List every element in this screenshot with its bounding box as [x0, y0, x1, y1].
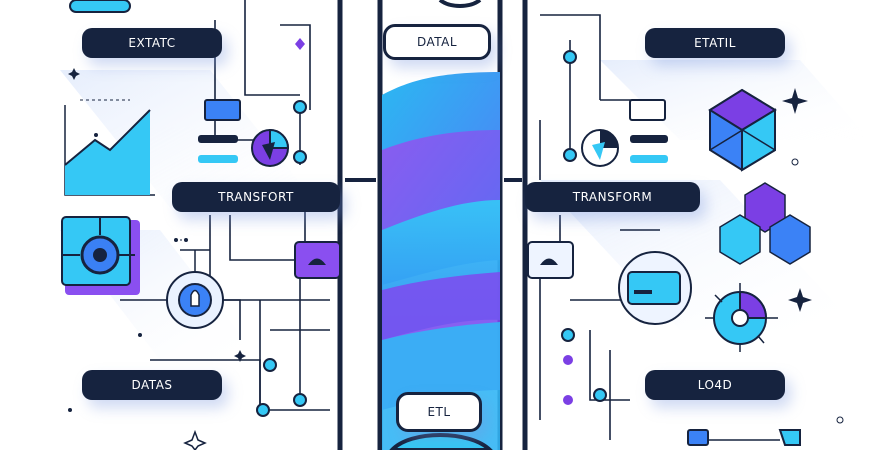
- label-load: LO4D: [645, 370, 785, 400]
- honeycomb-icon: [719, 182, 811, 265]
- pie-chart-icon: [251, 128, 290, 167]
- line-chart-icon: [64, 99, 155, 196]
- label-transform-right: TRANSFORM: [525, 182, 700, 212]
- label-datas: DATAS: [82, 370, 222, 400]
- sparkle-icon: [68, 68, 844, 450]
- dashboard-icon: [294, 241, 341, 279]
- label-data-top: DATAL: [383, 24, 491, 60]
- corner-shapes: [69, 0, 801, 446]
- label-extract-text: EXTATC: [128, 36, 176, 50]
- card-stack-right: [629, 99, 668, 163]
- card-icon: [618, 251, 692, 325]
- lightbulb-icon: [166, 239, 224, 329]
- circuit-nodes-right: [561, 50, 607, 405]
- hexagon-cube-icon: [708, 88, 777, 172]
- label-transform-left: TRANSFORT: [172, 182, 340, 212]
- label-load-text: LO4D: [697, 378, 733, 392]
- label-data-top-text: DATAL: [416, 35, 458, 49]
- circuit-nodes-left: [256, 38, 307, 417]
- data-flow-wave: [382, 0, 500, 450]
- label-transform-right-text: TRANSFORM: [572, 190, 653, 204]
- label-etl: ETL: [396, 392, 482, 432]
- pie-chart-icon-right: [581, 129, 619, 167]
- label-etl-text: ETL: [427, 405, 451, 419]
- target-icon: [61, 216, 140, 295]
- label-datas-text: DATAS: [131, 378, 173, 392]
- label-extract: EXTATC: [82, 28, 222, 58]
- label-etail: ETATIL: [645, 28, 785, 58]
- label-etail-text: ETATIL: [694, 36, 736, 50]
- radial-chart-icon: [705, 283, 778, 352]
- label-transform-left-text: TRANSFORT: [218, 190, 294, 204]
- dashboard-icon-right: [527, 241, 574, 279]
- card-stack-left: [198, 99, 241, 163]
